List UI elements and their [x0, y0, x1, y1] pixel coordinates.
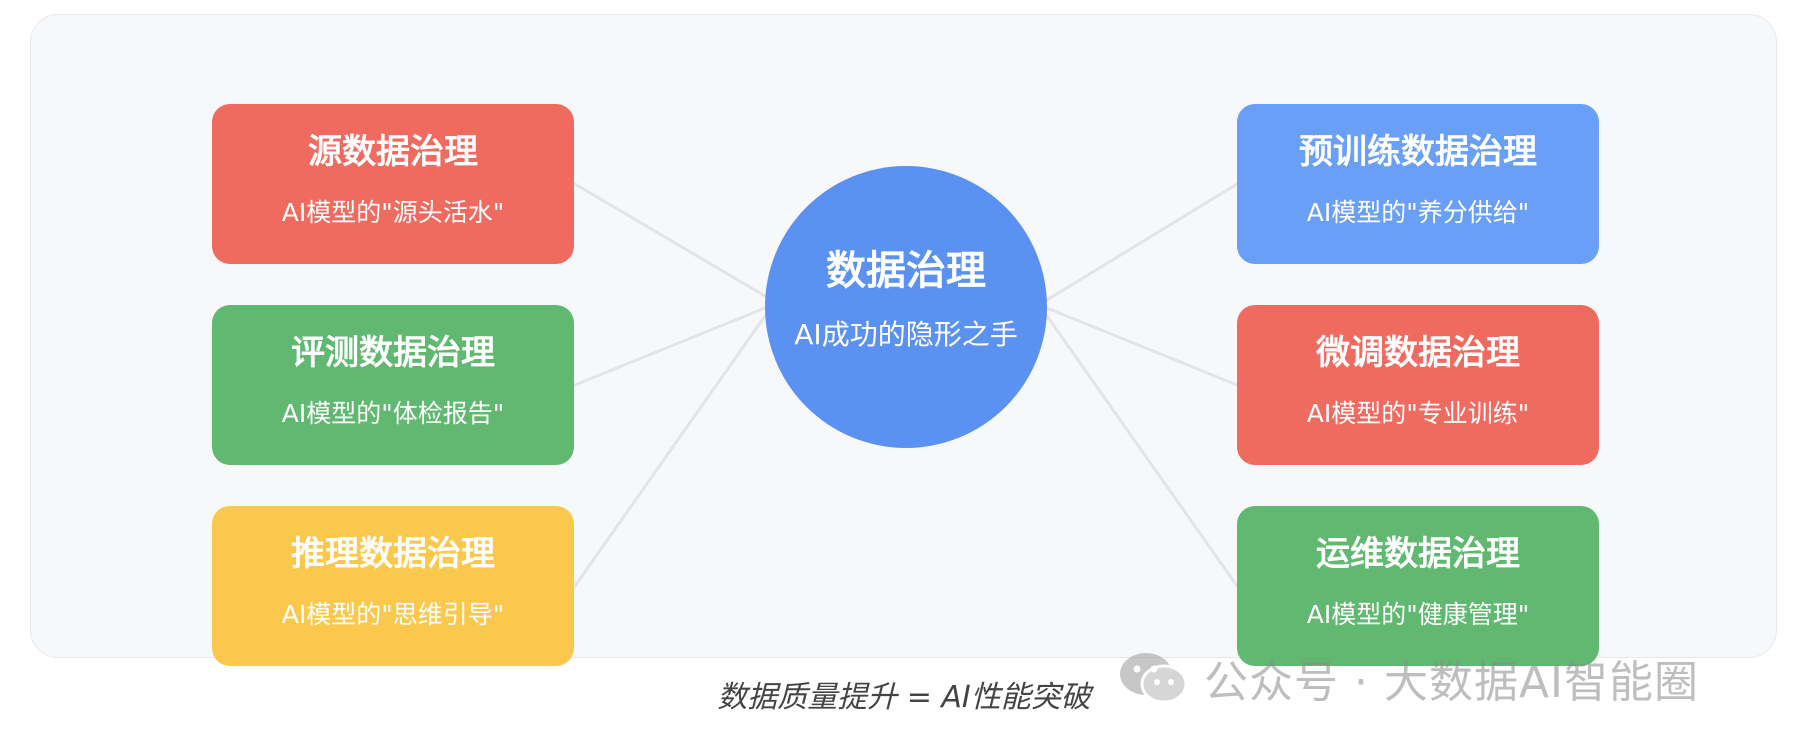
node-finetuning-data: 微调数据治理 AI模型的"专业训练"	[1237, 305, 1599, 465]
node-inference-data: 推理数据治理 AI模型的"思维引导"	[212, 506, 574, 666]
watermark-text: 公众号 · 大数据AI智能圈	[1204, 657, 1700, 708]
node-subtitle: AI模型的"源头活水"	[281, 198, 505, 227]
connector-line	[1045, 306, 1239, 387]
node-pretraining-data: 预训练数据治理 AI模型的"养分供给"	[1237, 104, 1599, 264]
node-title: 源数据治理	[308, 132, 478, 172]
connector-line	[573, 306, 767, 387]
connector-line	[1045, 182, 1239, 302]
center-subtitle: AI成功的隐形之手	[794, 318, 1018, 351]
node-title: 推理数据治理	[291, 534, 495, 574]
node-subtitle: AI模型的"专业训练"	[1306, 399, 1530, 428]
node-title: 预训练数据治理	[1299, 132, 1537, 172]
node-subtitle: AI模型的"养分供给"	[1306, 198, 1530, 227]
node-subtitle: AI模型的"健康管理"	[1306, 600, 1530, 629]
wechat-icon	[1120, 653, 1188, 704]
connector-line	[573, 182, 767, 298]
diagram-caption: 数据质量提升 = AI性能突破	[717, 680, 1091, 715]
node-subtitle: AI模型的"体检报告"	[281, 399, 505, 428]
watermark: 公众号 · 大数据AI智能圈	[1118, 648, 1699, 708]
node-title: 微调数据治理	[1316, 333, 1520, 373]
center-title: 数据治理	[826, 248, 986, 294]
node-ops-data: 运维数据治理 AI模型的"健康管理"	[1237, 506, 1599, 666]
node-source-data: 源数据治理 AI模型的"源头活水"	[212, 104, 574, 264]
node-evaluation-data: 评测数据治理 AI模型的"体检报告"	[212, 305, 574, 465]
node-title: 评测数据治理	[291, 333, 495, 373]
center-node-data-governance: 数据治理 AI成功的隐形之手	[765, 166, 1047, 448]
connector-line	[1045, 314, 1239, 588]
node-title: 运维数据治理	[1316, 534, 1520, 574]
connector-line	[573, 314, 767, 588]
node-subtitle: AI模型的"思维引导"	[281, 600, 505, 629]
